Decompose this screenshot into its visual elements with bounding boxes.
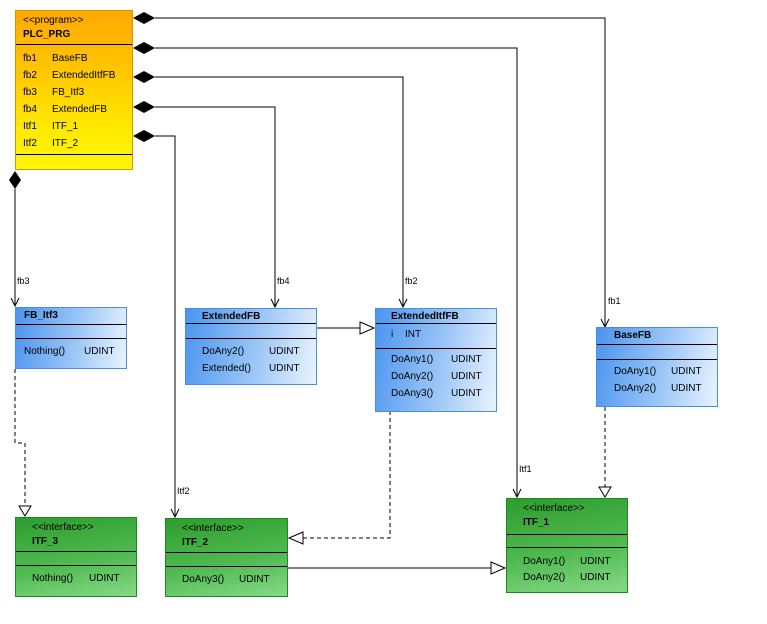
composition-edge-fb4[interactable] [133,101,280,309]
composition-edge-fb3[interactable] [9,171,21,308]
interface-header: <<interface>> ITF_1 [507,499,627,534]
edge-label-fb3: fb3 [17,276,30,286]
hollow-triangle-icon [490,561,507,575]
edge-label-fb4: fb4 [277,276,290,286]
interface-box-itf-3[interactable]: <<interface>> ITF_3 Nothing()UDINT [15,517,137,597]
attributes-empty [186,323,316,338]
class-box-fb-itf3[interactable]: FB_Itf3 Nothing()UDINT [15,307,127,369]
open-arrow-icon [10,297,20,308]
realization-edge-fbitf3-itf3[interactable] [14,369,32,517]
composition-diamond-icon [9,171,21,189]
interface-stereotype: <<interface>> [523,503,585,514]
interface-header: <<interface>> ITF_3 [16,518,136,551]
interface-box-itf-2[interactable]: <<interface>> ITF_2 DoAny3()UDINT [165,518,288,597]
program-name: PLC_PRG [23,29,71,40]
interface-name: ITF_3 [32,536,59,547]
open-arrow-icon [170,508,180,519]
open-arrow-icon [398,298,408,309]
methods-section: DoAny1()UDINT DoAny2()UDINT [597,359,717,397]
composition-diamond-icon [133,71,155,83]
method-row: DoAny1()UDINT [391,354,482,365]
composition-diamond-icon [133,101,155,113]
composition-diamond-icon [133,130,155,142]
edge-label-itf2: Itf2 [177,486,190,496]
attributes-empty [166,552,287,566]
edge-label-itf1: Itf1 [519,464,532,474]
interface-name: ITF_1 [523,517,550,528]
interface-name: ITF_2 [182,537,209,548]
interface-stereotype: <<interface>> [182,523,244,534]
inheritance-edge-extendedfb-extendeditffb[interactable] [317,321,376,335]
edge-label-fb2: fb2 [405,276,418,286]
interface-header: <<interface>> ITF_2 [166,519,287,552]
composition-edge-itf2[interactable] [133,130,180,519]
hollow-triangle-icon [287,531,304,545]
method-row: DoAny3()UDINT [391,388,482,399]
program-methods-empty [16,154,132,169]
open-arrow-icon [512,488,522,499]
class-title: ExtendedItfFB [391,311,459,322]
methods-section: DoAny1()UDINT DoAny2()UDINT DoAny3()UDIN… [376,348,496,402]
hollow-triangle-icon [359,321,376,335]
class-title: BaseFB [614,330,652,341]
composition-edge-itf1[interactable] [133,42,522,499]
attributes-empty [16,551,136,565]
method-row: DoAny3()UDINT [182,574,270,585]
method-row: DoAny2()UDINT [523,572,611,583]
attributes-empty [507,534,627,547]
method-row: Nothing()UDINT [32,573,120,584]
realization-edge-extendeditffb-itf2[interactable] [287,411,391,545]
hollow-triangle-icon [18,505,32,517]
methods-section: DoAny3()UDINT [166,566,287,588]
method-row: DoAny1()UDINT [523,556,611,567]
program-stereotype: <<program>> [23,15,84,26]
inheritance-edge-itf2-itf1[interactable] [288,561,507,575]
hollow-triangle-icon [598,486,612,498]
method-row: DoAny2()UDINT [391,371,482,382]
method-row: DoAny1()UDINT [614,366,702,377]
class-box-base-fb[interactable]: BaseFB DoAny1()UDINT DoAny2()UDINT [596,327,718,407]
open-arrow-icon [270,298,280,309]
attributes-empty [597,344,717,359]
methods-section: DoAny1()UDINT DoAny2()UDINT [507,547,627,586]
methods-section: Nothing()UDINT [16,338,126,360]
composition-edge-fb2[interactable] [133,71,408,309]
interface-stereotype: <<interface>> [32,522,94,533]
realization-edge-basefb-itf1[interactable] [598,407,612,498]
methods-section: DoAny2()UDINT Extended()UDINT [186,338,316,377]
attributes-empty [16,324,126,338]
interface-box-itf-1[interactable]: <<interface>> ITF_1 DoAny1()UDINT DoAny2… [506,498,628,593]
program-header: <<program>> PLC_PRG [16,11,132,44]
method-row: Extended()UDINT [202,363,300,374]
class-title: ExtendedFB [202,311,261,322]
method-row: DoAny2()UDINT [614,383,702,394]
class-title: FB_Itf3 [24,310,58,321]
method-row: Nothing()UDINT [24,346,115,357]
composition-diamond-icon [133,12,155,24]
class-box-extended-fb[interactable]: ExtendedFB DoAny2()UDINT Extended()UDINT [185,308,317,385]
composition-diamond-icon [133,42,155,54]
edge-label-fb1: fb1 [608,296,621,306]
method-row: DoAny2()UDINT [202,346,300,357]
methods-section: Nothing()UDINT [16,565,136,587]
composition-edge-fb1[interactable] [133,12,610,329]
